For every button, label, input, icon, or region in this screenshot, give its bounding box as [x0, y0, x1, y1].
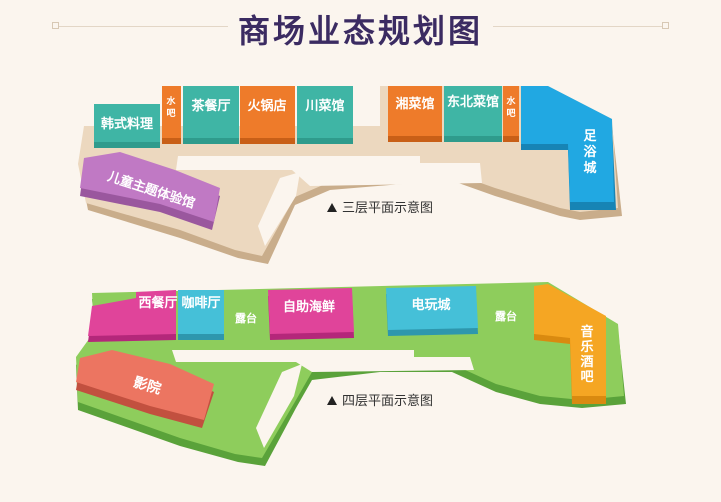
shop-tea: [183, 86, 239, 144]
title-divider-end-right: [662, 22, 669, 29]
floor4-plan: 西餐厅 咖啡厅 露台 自助海鲜 电玩城 露台 音乐酒吧 影院 四层平面示意图: [76, 282, 626, 466]
shop-foot-bath: [521, 86, 616, 210]
floor3-courtyard: [176, 156, 482, 186]
shop-korean: [94, 104, 160, 148]
label-arcade: 电玩城: [411, 297, 450, 313]
label-music-bar: 音乐酒吧: [580, 324, 593, 385]
floor4-caption: 四层平面示意图: [342, 393, 433, 409]
floor4-courtyard: [172, 350, 474, 372]
label-western: 西餐厅: [138, 295, 177, 311]
label-tea: 茶餐厅: [191, 98, 230, 114]
label-cafe: 咖啡厅: [181, 295, 220, 311]
shop-northeast: [444, 86, 502, 142]
shop-music-bar: [534, 284, 606, 404]
label-northeast: 东北菜馆: [447, 94, 499, 110]
title-divider-left: [58, 26, 228, 27]
label-water-bar-a: 水吧: [166, 95, 176, 119]
label-water-bar-a-line2: 吧: [166, 108, 175, 119]
label-foot-bath: 足浴城: [583, 129, 597, 176]
floor4-courtyard-2: [256, 364, 302, 448]
shop-cinema: [76, 350, 214, 428]
floor3-caption-arrow-icon: [327, 203, 337, 212]
label-water-bar-b: 水吧: [506, 95, 516, 119]
shop-water-bar-b: [503, 86, 519, 142]
label-terrace-a: 露台: [235, 311, 257, 325]
label-hunan: 湘菜馆: [395, 96, 434, 112]
label-sichuan: 川菜馆: [304, 98, 344, 114]
shop-water-bar-a: [162, 86, 181, 144]
shop-hunan: [388, 86, 442, 142]
label-buffet: 自助海鲜: [283, 299, 335, 315]
floor4-caption-arrow-icon: [327, 396, 337, 405]
shop-sichuan: [297, 86, 353, 144]
shop-buffet: [268, 288, 354, 340]
label-water-bar-a-line1: 水: [166, 95, 176, 107]
label-korean: 韩式料理: [101, 116, 153, 132]
title-divider-right: [493, 26, 663, 27]
floor3-caption: 三层平面示意图: [342, 200, 433, 216]
label-hotpot: 火锅店: [247, 98, 286, 114]
shop-western: [88, 290, 176, 342]
floor3-plan: 韩式料理 水吧 茶餐厅 火锅店 川菜馆 湘菜馆 东北菜馆 水吧 足浴城 儿童主题…: [78, 86, 622, 264]
title-banner: 商场业态规划图: [0, 0, 721, 52]
label-terrace-b: 露台: [495, 309, 517, 323]
shop-arcade: [386, 286, 478, 336]
floor3-courtyard-2: [258, 172, 300, 246]
shop-kids: [80, 152, 220, 230]
page-title: 商场业态规划图: [237, 12, 483, 50]
shop-cafe: [178, 290, 224, 340]
title-divider-end-left: [52, 22, 59, 29]
shop-hotpot: [240, 86, 295, 144]
